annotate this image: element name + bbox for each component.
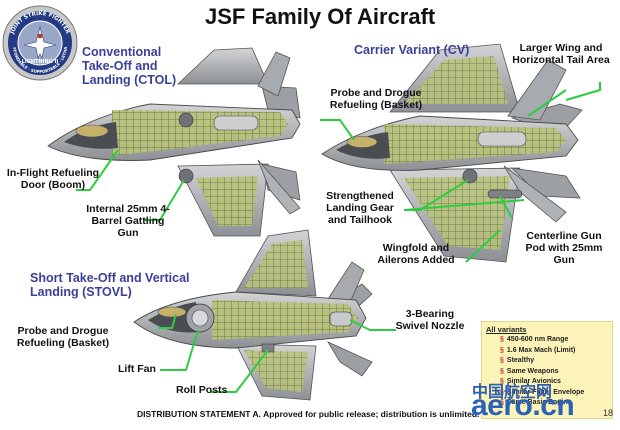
- notes-item: §Stealthy: [500, 357, 535, 364]
- watermark-logo: aero.cn: [471, 389, 575, 423]
- page-number: 18: [603, 408, 614, 418]
- leader-gun-pod: [499, 195, 513, 219]
- notes-item: §Same Basic Engine: [500, 399, 572, 406]
- leader-internal-gun: [144, 179, 185, 221]
- notes-title: All variants: [486, 325, 527, 334]
- notes-item: §Same Weapons: [500, 367, 559, 375]
- page-title: JSF Family Of Aircraft: [205, 4, 436, 29]
- leader-refueling-door: [76, 149, 119, 191]
- notes-item: §1.6 Max Mach (Limit): [500, 346, 576, 354]
- notes-item: §Similar Flight Envelope: [500, 388, 585, 396]
- stovl-aircraft-cutaway: [133, 229, 373, 401]
- callout-larger-wing: Larger Wing and Horizontal Tail Area: [512, 42, 610, 66]
- cv-variant-label: Carrier Variant (CV): [354, 43, 470, 57]
- cv-gun-pod: [487, 189, 523, 199]
- emblem-jet-icon: [23, 25, 57, 59]
- callout-gun-pod: Centerline Gun Pod with 25mm Gun: [525, 230, 603, 266]
- leader-swivel-nozzle: [349, 319, 396, 331]
- leader-stovl-probe: [158, 313, 177, 329]
- watermark-latin: aero.cn: [471, 389, 575, 422]
- ctol-variant-label: Conventional Take-Off and Landing (CTOL): [82, 45, 177, 87]
- distribution-statement: DISTRIBUTION STATEMENT A. Approved for p…: [137, 409, 480, 419]
- leader-wingfold: [465, 229, 501, 263]
- callout-lift-fan: Lift Fan: [118, 363, 156, 375]
- leader-larger-wing-tail: [527, 89, 567, 117]
- callout-internal-gun: Internal 25mm 4-Barrel Gattling Gun: [86, 203, 170, 239]
- emblem-star-icon: [37, 33, 43, 39]
- callout-leader-lines: [76, 82, 601, 393]
- notes-item: §Similar Avionics: [500, 378, 561, 385]
- emblem-center-text: LIGHTNING II: [22, 59, 59, 65]
- jsf-emblem: JOINT STRIKE FIGHTER AFFORDABLE · SUPPOR…: [0, 0, 78, 81]
- callout-wingfold: Wingfold and Ailerons Added: [377, 242, 455, 266]
- callout-strengthened-gear: Strengthened Landing Gear and Tailhook: [326, 190, 394, 226]
- callout-refueling-door: In-Flight Refueling Door (Boom): [6, 167, 100, 191]
- leader-lift-fan: [160, 329, 199, 371]
- leader-cv-probe: [320, 119, 355, 141]
- swivel-nozzle-shape: [329, 311, 353, 327]
- callout-swivel-nozzle: 3-Bearing Swivel Nozzle: [395, 308, 465, 332]
- callout-cv-probe-drogue: Probe and Drogue Refueling (Basket): [329, 87, 423, 111]
- ctol-aircraft-cutaway: [47, 47, 301, 237]
- watermark-chinese: 中国航空网: [472, 384, 553, 401]
- callout-stovl-probe-drogue: Probe and Drogue Refueling (Basket): [16, 325, 110, 349]
- leader-roll-posts: [210, 349, 269, 393]
- stovl-variant-label: Short Take-Off and Vertical Landing (STO…: [30, 271, 190, 299]
- all-variants-notes: All variants §450-600 nm Range §1.6 Max …: [481, 321, 613, 419]
- leader-larger-wing: [565, 82, 601, 101]
- notes-item: §450-600 nm Range: [500, 336, 569, 343]
- cv-aircraft-cutaway: [321, 43, 583, 263]
- notes-list: §450-600 nm Range §1.6 Max Mach (Limit) …: [500, 335, 584, 409]
- callout-roll-posts: Roll Posts: [176, 384, 228, 396]
